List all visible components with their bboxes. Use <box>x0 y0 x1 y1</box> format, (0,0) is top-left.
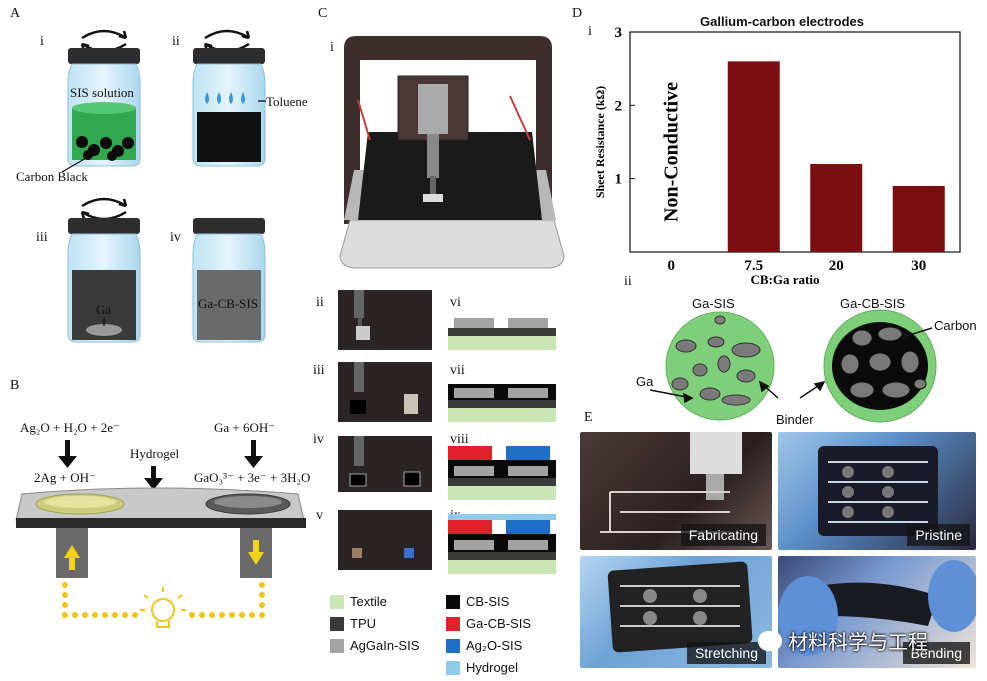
binder-label: Binder <box>776 412 814 427</box>
x-tick-label: 7.5 <box>744 258 763 274</box>
y-tick-label: 1 <box>615 172 623 188</box>
photo-fabricating: Fabricating <box>580 432 772 550</box>
panel-c-vi-label: vi <box>450 295 461 310</box>
panel-a-label: A <box>10 6 21 21</box>
panel-c-vii-label: vii <box>450 363 465 378</box>
panel-c-ii-label: ii <box>316 295 324 310</box>
ga-cb-sis-label: Ga-CB-SIS <box>840 296 906 311</box>
non-conductive-annotation: Non-Conductive <box>660 82 682 222</box>
panel-b-battery-diagram <box>15 440 306 628</box>
vial-i <box>67 48 141 167</box>
panel-c-i-label: i <box>330 40 334 55</box>
panel-e-label: E <box>584 410 593 425</box>
legend-item-ag2o-sis: Ag₂O-SIS <box>446 638 522 653</box>
watermark: 材料科学与工程 <box>758 626 928 655</box>
photo-pristine: Pristine <box>778 432 976 550</box>
panel-d-label: D <box>572 6 583 21</box>
reaction-right-bottom: GaO₃³⁻ + 3e⁻ + 3H₂O <box>194 470 311 485</box>
legend-item-aggain-sis: AgGaIn-SIS <box>330 638 419 653</box>
y-tick-label: 2 <box>615 98 623 114</box>
caption-bending: Bending <box>902 642 970 664</box>
y-tick-label: 3 <box>615 25 623 41</box>
ga-particle-label: Ga <box>636 374 654 389</box>
hydrogel-label: Hydrogel <box>130 446 180 461</box>
bar-20 <box>810 164 863 252</box>
legend-item-textile: Textile <box>330 594 387 609</box>
x-tick-label: 20 <box>829 258 844 274</box>
legend-item-hydrogel: Hydrogel <box>446 660 518 675</box>
caption-pristine: Pristine <box>907 524 970 546</box>
panel-a-iv-label: iv <box>170 230 181 245</box>
layer-stack-diagrams <box>448 318 556 574</box>
microstructure-diagram <box>649 309 937 423</box>
ga-sis-label: Ga-SIS <box>692 296 735 311</box>
ga-label: Ga <box>96 302 112 317</box>
print-steps-photos <box>338 290 432 570</box>
panel-c-v-label: v <box>316 508 323 523</box>
panel-c-iv-label: iv <box>313 432 324 447</box>
reaction-right-top: Ga + 6OH⁻ <box>214 420 276 435</box>
photo-bending: Bending <box>778 556 976 668</box>
photo-stretching: Stretching <box>580 556 772 668</box>
caption-fabricating: Fabricating <box>680 524 766 546</box>
panel-d-i-label: i <box>588 24 592 39</box>
down-arrow-icon <box>58 440 263 490</box>
reaction-left-bottom: 2Ag + OH⁻ <box>34 470 96 485</box>
panel-b-label: B <box>10 378 20 393</box>
panel-a-i-label: i <box>40 34 44 49</box>
ga-cb-sis-vial-label: Ga-CB-SIS <box>198 296 258 311</box>
legend-item-tpu: TPU <box>330 616 376 631</box>
legend-item-ga-cb-sis: Ga-CB-SIS <box>446 616 531 631</box>
legend-item-cb-sis: CB-SIS <box>446 594 509 609</box>
light-bulb-icon <box>140 587 186 628</box>
vial-iv <box>192 218 266 343</box>
x-axis-label: CB:Ga ratio <box>751 272 820 287</box>
carbon-black-label: Carbon Black <box>16 169 88 184</box>
wechat-icon <box>758 630 782 651</box>
panel-a-ii-label: ii <box>172 34 180 49</box>
3d-printer-illustration <box>339 36 565 269</box>
bar-30 <box>892 186 945 252</box>
panel-a-vials <box>61 29 266 343</box>
x-tick-label: 30 <box>911 258 926 274</box>
sis-solution-label: SIS solution <box>70 85 134 100</box>
caption-stretching: Stretching <box>686 642 766 664</box>
panel-d-ii-label: ii <box>624 274 632 289</box>
reaction-left-top: Ag₂O + H₂O + 2e⁻ <box>20 420 120 435</box>
vial-iii <box>67 218 141 343</box>
panel-c-viii-label: viii <box>450 432 469 447</box>
carbon-label: Carbon <box>934 318 977 333</box>
vial-ii <box>192 48 266 167</box>
chart-title: Gallium-carbon electrodes <box>700 14 864 29</box>
panel-c-label: C <box>318 6 328 21</box>
x-tick-label: 0 <box>668 258 676 274</box>
toluene-label: Toluene <box>266 94 308 109</box>
panel-a-iii-label: iii <box>36 230 48 245</box>
panel-c-iii-label: iii <box>313 363 325 378</box>
plot-frame <box>629 31 961 253</box>
y-axis-label: Sheet Resistance (kΩ) <box>593 86 607 198</box>
bar-7-5 <box>727 61 780 253</box>
